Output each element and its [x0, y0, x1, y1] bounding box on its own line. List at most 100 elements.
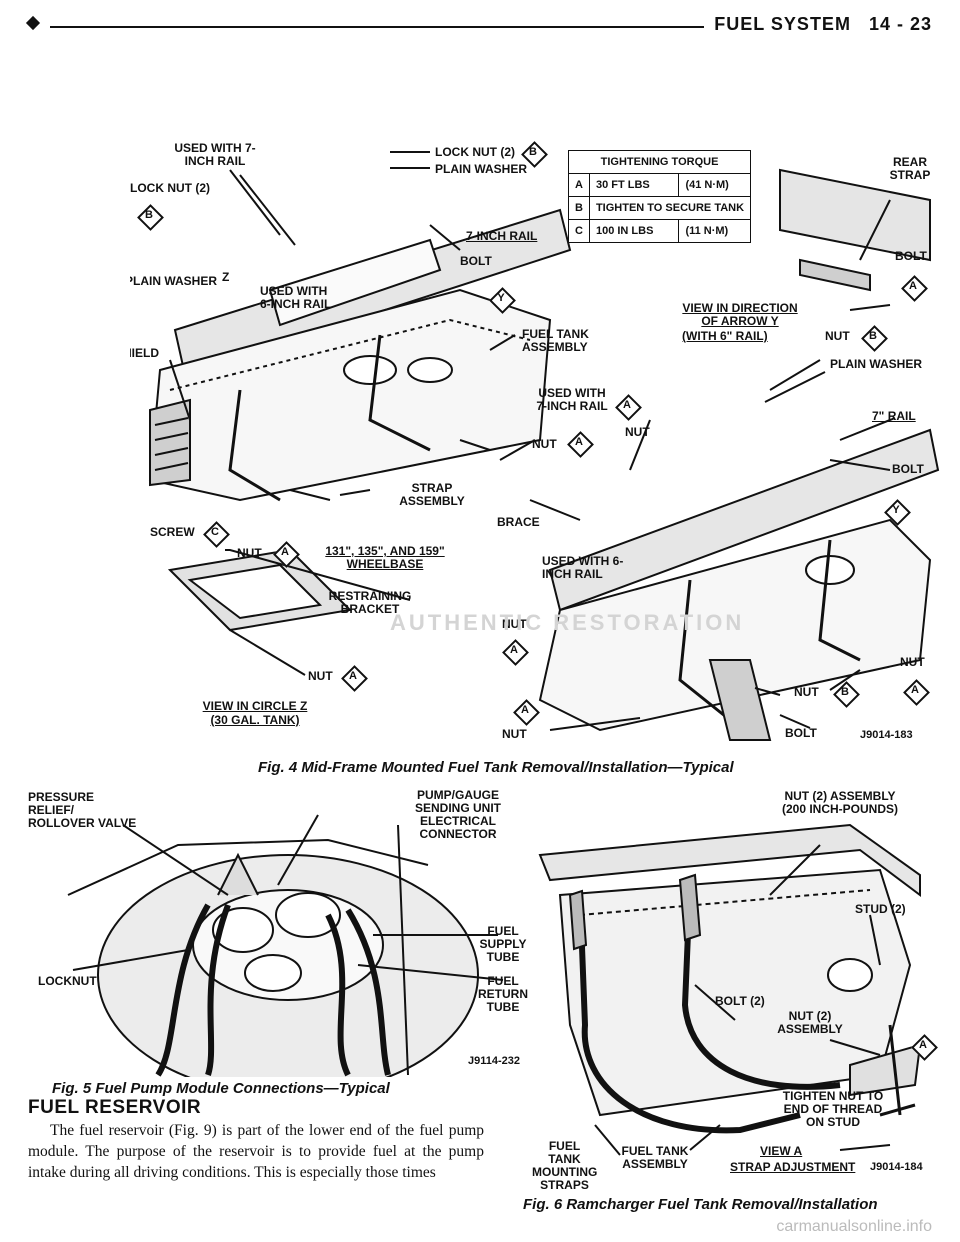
page-number: 14 - 23	[868, 14, 932, 34]
torque-metric: (41 N·m)	[678, 173, 752, 197]
callout-a-icon: A	[273, 541, 300, 568]
fig5-drawing	[67, 814, 504, 1077]
callout-y-icon: Y	[489, 287, 516, 314]
label-nut-c2: NUT	[625, 425, 650, 439]
label-restraining-bracket: RESTRAINING BRACKET	[328, 589, 412, 616]
label-pressure-relief: PRESSURE RELIEF/ ROLLOVER VALVE	[28, 790, 137, 830]
fig6-caption: Fig. 6 Ramcharger Fuel Tank Removal/Inst…	[523, 1196, 878, 1213]
label-screw: SCREW	[150, 525, 195, 539]
label-nut-c3: NUT	[502, 617, 527, 631]
page-header: FUEL SYSTEM 14 - 23	[25, 14, 932, 40]
label-stud: STUD (2)	[855, 902, 906, 916]
label-lock-nut-left: LOCK NUT (2)	[130, 181, 210, 195]
callout-b-icon: B	[861, 325, 888, 352]
callout-a-icon: A	[903, 679, 930, 706]
torque-key: C	[568, 219, 590, 243]
callout-a-icon: A	[341, 665, 368, 692]
label-pump-gauge: PUMP/GAUGE SENDING UNIT ELECTRICAL CONNE…	[414, 788, 501, 841]
label-rear-strap: REAR STRAP	[889, 155, 931, 182]
label-nut-b: NUT	[825, 329, 850, 343]
label-bolt-top: BOLT	[460, 254, 492, 268]
header-title: FUEL SYSTEM 14 - 23	[714, 14, 932, 35]
table-row: C 100 IN LBS (11 N·m)	[568, 219, 752, 243]
label-used-with-7: USED WITH 7-INCH RAIL	[174, 141, 256, 168]
callout-a-icon: A	[901, 275, 928, 302]
callout-b-icon: B	[521, 141, 548, 168]
label-fuel-supply: FUEL SUPPLY TUBE	[479, 924, 527, 964]
label-fuel-return: FUEL RETURN TUBE	[478, 974, 528, 1014]
callout-b-icon: B	[137, 204, 164, 231]
callout-a-icon: A	[502, 639, 529, 666]
label-strap-assembly: STRAP ASSEMBLY	[399, 481, 465, 508]
body-text: The fuel reservoir (Fig. 9) is part of t…	[28, 1122, 484, 1181]
label-fuel-tank-assembly: FUEL TANK ASSEMBLY	[621, 1144, 689, 1171]
figure-5: PRESSURE RELIEF/ ROLLOVER VALVE PUMP/GAU…	[28, 785, 548, 1077]
label-nut-right: NUT	[900, 655, 925, 669]
fig6-drawing	[538, 823, 922, 1156]
watermark-authentic: AUTHENTIC RESTORATION	[390, 610, 745, 635]
label-z: Z	[222, 270, 230, 284]
label-view-circle-z: VIEW IN CIRCLE Z	[202, 699, 308, 713]
diamond-bullet-icon	[25, 15, 41, 31]
body-paragraph: The fuel reservoir (Fig. 9) is part of t…	[28, 1120, 484, 1183]
figure-code: J9114-232	[468, 1055, 520, 1067]
label-bolt-2: BOLT (2)	[715, 994, 765, 1008]
label-nut-a2: NUT	[308, 669, 333, 683]
callout-a-icon: A	[567, 431, 594, 458]
label-nut-c1: NUT	[532, 437, 557, 451]
label-with-6-rail: (WITH 6" RAIL)	[682, 329, 768, 343]
label-mounting-straps: FUEL TANK MOUNTING STRAPS	[532, 1139, 598, 1192]
figure-4: USED WITH 7-INCH RAIL LOCK NUT (2) B LOC…	[130, 140, 940, 750]
site-watermark: carmanualsonline.info	[776, 1218, 932, 1235]
torque-value: TIGHTEN TO SECURE TANK	[588, 196, 752, 220]
callout-c-icon: C	[203, 521, 230, 548]
label-wheelbase: 131", 135", AND 159" WHEELBASE	[325, 544, 445, 571]
label-plain-washer-left: PLAIN WASHER	[130, 274, 218, 288]
figure-6: NUT (2) ASSEMBLY (200 INCH-POUNDS) STUD …	[520, 785, 938, 1205]
label-plain-washer-top: PLAIN WASHER	[435, 162, 528, 176]
section-name: FUEL SYSTEM	[714, 14, 851, 34]
figure-code: J9014-183	[860, 729, 913, 741]
callout-a-icon: A	[615, 394, 642, 421]
label-7-rail-right: 7" RAIL	[872, 409, 916, 423]
label-shield: SHIELD	[130, 346, 160, 360]
torque-key: B	[568, 196, 590, 220]
table-row: A 30 FT LBS (41 N·m)	[568, 173, 752, 197]
label-brace: BRACE	[497, 515, 540, 529]
fig4-caption: Fig. 4 Mid-Frame Mounted Fuel Tank Remov…	[258, 759, 734, 776]
label-nut-assembly: NUT (2) ASSEMBLY	[777, 1009, 843, 1036]
torque-metric: (11 N·m)	[678, 219, 752, 243]
figure-code: J9014-184	[870, 1161, 923, 1173]
label-7-inch-rail: 7-INCH RAIL	[466, 229, 538, 243]
label-gal-tank: (30 GAL. TANK)	[210, 713, 300, 727]
header-rule	[50, 26, 704, 28]
label-used-with-6-b: USED WITH 6-INCH RAIL	[542, 554, 624, 581]
callout-a-icon: A	[911, 1034, 938, 1061]
section-title: FUEL RESERVOIR	[28, 1097, 202, 1118]
label-bolt-right: BOLT	[895, 249, 927, 263]
torque-header: TIGHTENING TORQUE	[567, 150, 752, 174]
callout-b-icon: B	[833, 681, 860, 708]
label-tighten-nut: TIGHTEN NUT TO END OF THREAD ON STUD	[782, 1089, 884, 1129]
label-fuel-tank-assembly: FUEL TANK ASSEMBLY	[522, 327, 589, 354]
label-bolt-bottom: BOLT	[785, 726, 817, 740]
fig4-drawing	[148, 151, 940, 741]
label-plain-washer-right: PLAIN WASHER	[830, 357, 923, 371]
label-used-with-7-b: USED WITH 7-INCH RAIL	[536, 386, 608, 413]
callout-y-icon: Y	[884, 499, 911, 526]
label-nut-b2: NUT	[794, 685, 819, 699]
torque-value: 100 IN LBS	[588, 219, 680, 243]
label-nut-bottom: NUT	[502, 727, 527, 741]
label-locknut: LOCKNUT	[38, 974, 97, 988]
label-strap-adjustment: STRAP ADJUSTMENT	[730, 1160, 856, 1174]
torque-table: TIGHTENING TORQUE A 30 FT LBS (41 N·m) B…	[567, 150, 752, 243]
label-view-a: VIEW A	[760, 1144, 803, 1158]
fig5-caption: Fig. 5 Fuel Pump Module Connections—Typi…	[52, 1080, 390, 1097]
label-lock-nut-right: LOCK NUT (2)	[435, 145, 515, 159]
label-nut-assembly-top: NUT (2) ASSEMBLY (200 INCH-POUNDS)	[781, 789, 898, 816]
torque-value: 30 FT LBS	[588, 173, 680, 197]
label-used-with-6: USED WITH 6-INCH RAIL	[260, 284, 332, 311]
torque-key: A	[568, 173, 590, 197]
label-view-direction: VIEW IN DIRECTION OF ARROW Y	[682, 301, 798, 328]
